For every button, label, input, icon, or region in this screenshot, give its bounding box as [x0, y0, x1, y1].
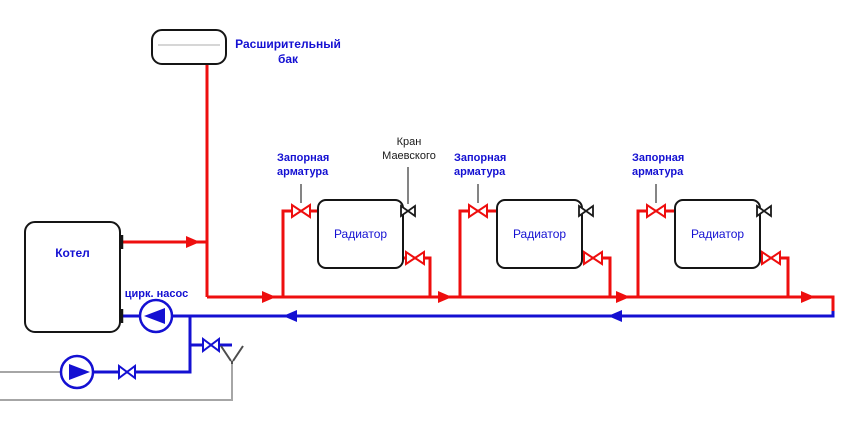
hot-supply-pipes [120, 64, 835, 313]
mayevsky-valve-icon [400, 204, 416, 218]
radiator2-box [496, 199, 583, 269]
shutoff-valve-icon [646, 203, 666, 219]
circulation-pump [138, 298, 174, 334]
mains-pipes [0, 361, 233, 401]
mayevsky-valve-label: Кран Маевского [382, 136, 436, 162]
flow-arrow-left-icon [283, 310, 297, 322]
boiler-label: Котел [55, 246, 90, 260]
flow-arrow-right-icon [801, 291, 815, 303]
shutoff-valve-icon [468, 203, 488, 219]
return-pipe [172, 311, 835, 318]
mayevsky-valve-icon [756, 204, 772, 218]
shutoff-valve-label: Запорная арматура [632, 152, 685, 178]
flow-arrow-right-icon [616, 291, 630, 303]
flow-arrow-left-icon [608, 310, 622, 322]
main-supply-pipe [207, 295, 835, 313]
makeup-pump [59, 354, 95, 390]
boiler-box [24, 221, 121, 333]
circulation-pump-label: цирк. насос [124, 288, 189, 300]
radiator3-box [674, 199, 761, 269]
shutoff-valve-icon [761, 250, 781, 266]
radiator-label: Радиатор [333, 227, 388, 241]
shutoff-valve-icon [405, 250, 425, 266]
pump-flow-arrow-icon [144, 308, 165, 324]
radiator3-outlet-pipe [760, 256, 790, 297]
flow-arrows [186, 236, 815, 322]
drain-funnel-icon [220, 345, 244, 364]
radiator3-inlet-pipe [636, 209, 675, 297]
drain-pipe [0, 361, 233, 401]
flow-arrow-right-icon [262, 291, 276, 303]
expansion-tank-label: Расширительный бак [235, 37, 341, 66]
expansion-tank-box [151, 29, 227, 65]
flow-arrow-right-icon [186, 236, 200, 248]
radiator2-outlet-pipe [582, 256, 612, 297]
drain-valve-icon [202, 337, 220, 353]
radiator1-inlet-pipe [281, 209, 318, 297]
radiator2-inlet-pipe [458, 209, 497, 297]
equipment [24, 29, 761, 333]
shutoff-valve-icon [583, 250, 603, 266]
radiator-label: Радиатор [512, 227, 567, 241]
radiator-label: Радиатор [690, 227, 745, 241]
radiator1-box [317, 199, 404, 269]
shutoff-valve-label: Запорная арматура [277, 152, 330, 178]
makeup-pump-flow-arrow-icon [69, 364, 90, 380]
mayevsky-valve-icon [578, 204, 594, 218]
makeup-valve-icon [118, 364, 136, 380]
shutoff-valve-label: Запорная арматура [454, 152, 507, 178]
shutoff-valve-icon [291, 203, 311, 219]
label-leader-lines [300, 167, 657, 204]
flow-arrow-right-icon [438, 291, 452, 303]
